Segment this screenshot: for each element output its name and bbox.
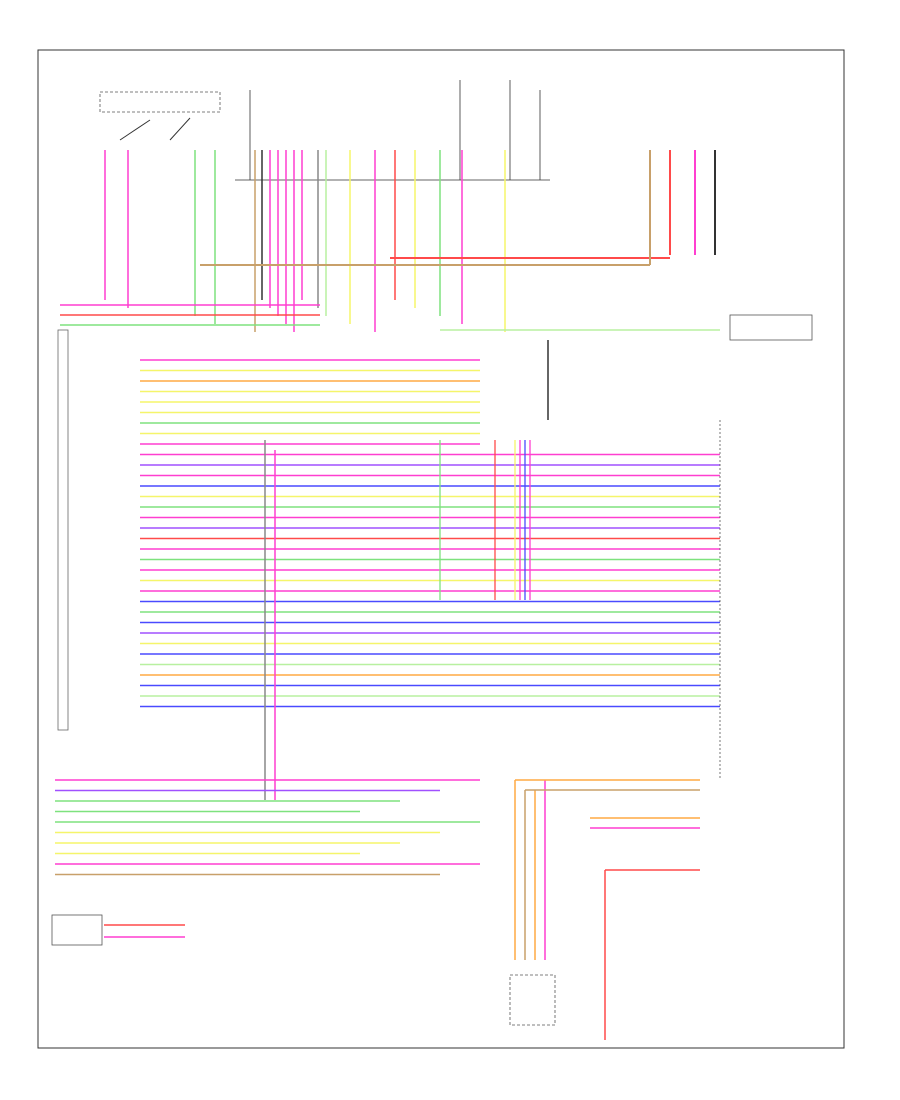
bottom-left-connector: [51, 914, 185, 946]
battery-feed: [604, 869, 700, 1040]
diagram-frame: [37, 49, 845, 1049]
bottom-left-wire-stack: [55, 779, 480, 876]
right-connector-column: [719, 314, 813, 780]
main-harness: [60, 257, 720, 800]
top-bus-drops: [104, 150, 506, 332]
left-module: [57, 329, 69, 731]
power-feeds: [235, 80, 550, 181]
right-lower-group: [515, 779, 700, 829]
bottom-relay: [509, 780, 556, 1026]
right-top-connectors: [649, 150, 716, 265]
switch-module: [99, 91, 221, 141]
